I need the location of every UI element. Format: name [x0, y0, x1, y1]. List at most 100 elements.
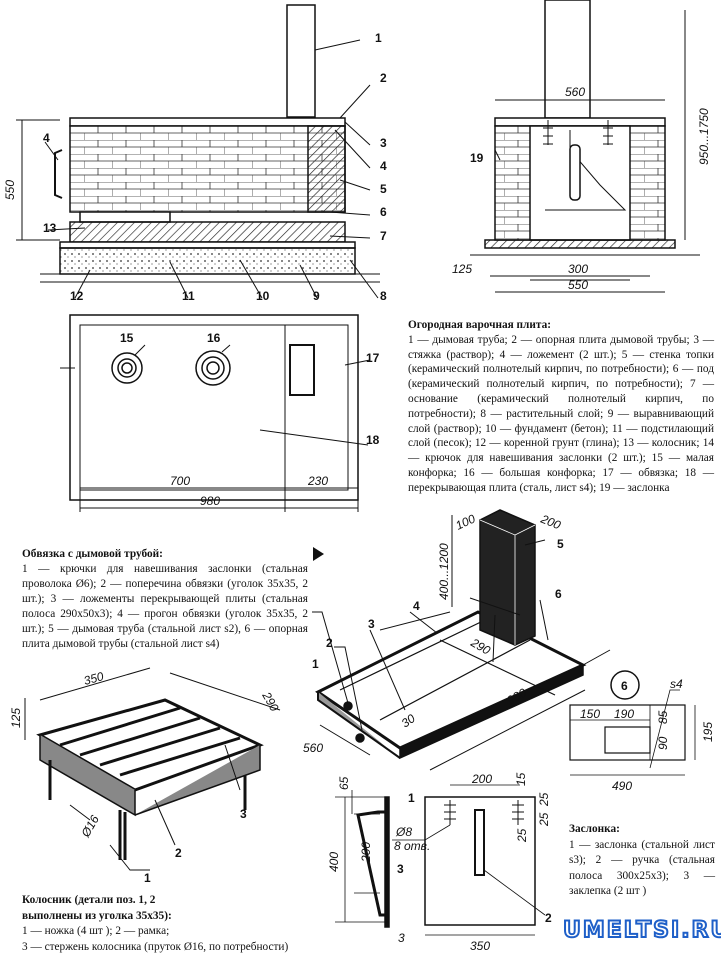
base	[69, 221, 346, 243]
callout-4: 4	[380, 159, 387, 173]
damper-labels: 65 200 400 3 Ø8 8 отв. 200 15 25 25 25 3…	[327, 772, 552, 953]
callout-10: 10	[256, 289, 270, 303]
dim-15: 15	[514, 772, 528, 786]
callout-9: 9	[313, 289, 320, 303]
legend-grate: Колосник (детали поз. 1, 2 выполнены из …	[22, 893, 342, 955]
grate-callout-2: 2	[175, 846, 182, 860]
callout-19: 19	[470, 151, 484, 165]
dim-firebox-length: 700	[170, 474, 190, 488]
legend-grate-title-1: Колосник (детали поз. 1, 2	[22, 894, 156, 906]
dim-pipe-width: 200	[538, 511, 563, 532]
plan-view	[60, 314, 371, 512]
callout-6: 6	[380, 205, 387, 219]
dim-490: 490	[612, 779, 632, 793]
dim-offset: 125	[452, 262, 472, 276]
holes-count: 8 отв.	[394, 839, 430, 853]
dim-thickness-3: 3	[398, 931, 405, 945]
callout-13: 13	[43, 221, 57, 235]
legend-frame-title: Обвязка с дымовой трубой:	[22, 548, 163, 560]
watermark-logo: UMELTSI.RU	[562, 917, 721, 944]
damper-callout-1: 1	[408, 791, 415, 805]
grate	[79, 211, 171, 223]
foundation	[59, 247, 356, 275]
callout-11: 11	[182, 289, 195, 303]
dim-height-range: 950...1750	[697, 108, 711, 165]
dim-spacing-200: 200	[471, 772, 492, 786]
plan-labels: 15 16 17 18 700 230 980	[120, 331, 380, 508]
callout-12: 12	[70, 289, 84, 303]
dim-top-width: 560	[565, 85, 585, 99]
callout-8: 8	[380, 289, 387, 303]
dim-25-b: 25	[537, 812, 551, 827]
dim-25-c: 25	[515, 828, 529, 843]
dim-195: 195	[701, 722, 715, 742]
dim-85: 85	[656, 710, 670, 724]
pointer-arrow-icon	[313, 547, 324, 561]
side-section-labels: 1 2 3 4 5 6 7 8 9 10 11 12 13 4 550	[3, 31, 387, 303]
iso-callout-3: 3	[368, 617, 375, 631]
legend-grate-line-2: 3 — стержень колосника (пруток Ø16, по п…	[22, 940, 289, 953]
legend-stove-title: Огородная варочная плита:	[408, 319, 552, 331]
chimney-pipe	[286, 4, 316, 118]
dim-base-width: 550	[568, 278, 588, 292]
callout-4-left: 4	[43, 131, 50, 145]
legend-grate-line-1: 1 — ножка (4 шт ); 2 — рамка;	[22, 925, 170, 938]
dim-right-part: 230	[307, 474, 328, 488]
dim-pipe-height: 400...1200	[437, 543, 451, 600]
legend-frame-text: 1 — крючки для навешивания заслонки (ста…	[22, 563, 308, 650]
iso-frame	[312, 509, 611, 771]
dim-grate-height: 125	[9, 708, 23, 728]
grate-callout-1: 1	[144, 871, 151, 885]
iso-callout-6: 6	[555, 587, 562, 601]
legend-grate-title-2: выполнены из уголка 35x35):	[22, 909, 172, 922]
detail-6-thickness: s4	[670, 677, 683, 691]
detail-6-label: 6	[621, 679, 628, 693]
callout-15: 15	[120, 331, 134, 345]
callout-3: 3	[380, 136, 387, 150]
callout-2: 2	[380, 71, 387, 85]
dim-90: 90	[656, 736, 670, 750]
grate-iso	[24, 667, 281, 871]
dim-grate-width: 290	[259, 689, 282, 714]
legend-damper: Заслонка: 1 — заслонка (стальной лист s3…	[569, 822, 715, 900]
dim-grate-length: 350	[82, 669, 105, 688]
callout-16: 16	[207, 331, 221, 345]
iso-callout-5: 5	[557, 537, 564, 551]
front-section-labels: 560 950...1750 19 125 300 550	[452, 85, 711, 292]
dim-190: 190	[614, 707, 634, 721]
dim-150: 150	[580, 707, 600, 721]
iso-callout-2: 2	[326, 636, 333, 650]
dim-400: 400	[327, 852, 341, 872]
dim-total-length: 980	[200, 494, 220, 508]
iso-callout-1: 1	[312, 657, 319, 671]
dim-350: 350	[470, 939, 490, 953]
callout-1: 1	[375, 31, 382, 45]
damper-views	[335, 784, 546, 936]
brick-wall	[69, 125, 346, 213]
dim-height: 550	[3, 180, 17, 200]
callout-5: 5	[380, 182, 387, 196]
dim-pipe-depth: 100	[453, 511, 477, 532]
dim-65: 65	[337, 776, 351, 790]
damper-callout-2: 2	[545, 911, 552, 925]
detail-6	[569, 670, 696, 776]
legend-stove-text: 1 — дымовая труба; 2 — опорная плита дым…	[408, 333, 714, 494]
detail-6-labels: 6 s4 150 190 85 90 195 490	[580, 677, 715, 793]
holes-diameter: Ø8	[395, 825, 412, 839]
dim-firebox-width: 300	[568, 262, 588, 276]
side-section	[16, 4, 380, 299]
dim-hook-200: 200	[359, 842, 373, 863]
callout-7: 7	[380, 229, 387, 243]
callout-18: 18	[366, 433, 380, 447]
front-section	[470, 0, 700, 293]
callout-17: 17	[366, 351, 380, 365]
legend-damper-title: Заслонка:	[569, 823, 620, 835]
grate-callout-3: 3	[240, 807, 247, 821]
dim-rod: Ø16	[78, 813, 102, 841]
iso-callout-4: 4	[413, 599, 420, 613]
damper-callout-3: 3	[397, 862, 404, 876]
legend-stove: Огородная варочная плита: 1 — дымовая тр…	[408, 318, 714, 496]
dim-25-a: 25	[537, 792, 551, 807]
legend-frame: Обвязка с дымовой трубой: 1 — крючки для…	[22, 547, 308, 652]
